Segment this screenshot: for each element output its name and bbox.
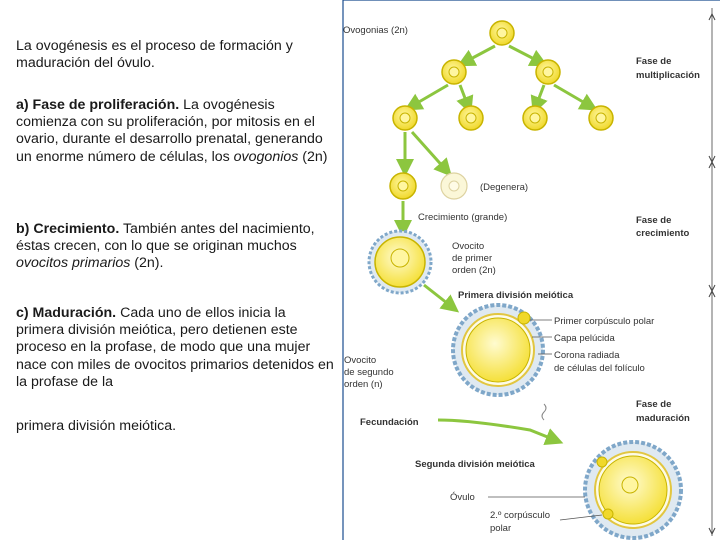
arrow-5 [423, 283, 460, 313]
bracket-arrow-bottom [708, 527, 716, 536]
ovum [583, 440, 683, 540]
proliferation-text-1: La ovogénesis comienza con su proliferac… [16, 97, 323, 165]
label-capa-pel: Capa pelúcida [554, 333, 615, 344]
label-fase-mult-1: Fase de [636, 56, 671, 67]
intro-text: La ovogénesis es el proceso de formación… [16, 38, 293, 72]
label-degenera: (Degenera) [480, 182, 528, 193]
primary-oocyte [367, 229, 433, 295]
arrow-2d [553, 83, 598, 111]
label-primer-corp: Primer corpúsculo polar [554, 316, 654, 327]
label-corp2-2: polar [490, 523, 511, 534]
label-primera-div: Primera división meiótica [458, 290, 574, 301]
secondary-oocyte [451, 303, 545, 397]
bracket-arrow-4 [708, 289, 716, 298]
label-ovocito1-2: de primer [452, 253, 492, 264]
label-fecundacion: Fecundación [360, 417, 419, 428]
proliferation-paragraph: a) Fase de proliferación. La ovogénesis … [16, 97, 334, 166]
label-ovocito1-1: Ovocito [452, 241, 484, 252]
label-fase-mad-2: maduración [636, 413, 690, 424]
maturation-text: Cada uno de ellos inicia la primera divi… [16, 305, 334, 390]
label-crecimiento: Crecimiento (grande) [418, 212, 507, 223]
growth-text-1: También antes del nacimiento, éstas crec… [16, 221, 315, 255]
label-ovocito2-3: orden (n) [344, 379, 383, 390]
growth-italic: ovocitos primarios [16, 255, 131, 272]
arrow-2a [404, 83, 449, 111]
bracket-arrow-top [708, 12, 716, 21]
oogenesis-diagram: Ovogonias (2n) Fase de multiplicación (D… [340, 0, 720, 540]
leader-corp2 [559, 514, 603, 521]
proliferation-heading: a) Fase de proliferación. [16, 97, 180, 113]
proliferation-italic: ovogonios [233, 148, 299, 165]
label-segunda-div: Segunda división meiótica [415, 459, 536, 470]
label-corona-2: de células del folículo [554, 363, 645, 374]
ovogonia-cell [489, 20, 515, 46]
maturation-tail-text: primera división meiótica. [16, 418, 177, 434]
bracket-arrow-2 [708, 160, 716, 169]
label-corp2-1: 2.º corpúsculo [490, 510, 550, 521]
ovogonia-cell [392, 105, 418, 131]
ovogonia-cell [458, 105, 484, 131]
growth-heading: b) Crecimiento. [16, 221, 120, 237]
label-ovocito2-2: de segundo [344, 367, 394, 378]
growth-text-2: (2n). [130, 255, 164, 272]
maturation-heading: c) Maduración. [16, 305, 117, 321]
arrow-1b [508, 44, 548, 67]
intro-paragraph: La ovogénesis es el proceso de formación… [16, 38, 334, 72]
label-fase-mult-2: multiplicación [636, 70, 700, 81]
degenerating-cell [440, 172, 468, 200]
arrow-3b [410, 130, 453, 177]
arrow-2b [456, 84, 474, 115]
ovogonia-cell [389, 172, 417, 200]
label-fase-crec-1: Fase de [636, 215, 671, 226]
ovogonia-cell [441, 59, 467, 85]
label-ovocito1-3: orden (2n) [452, 265, 496, 276]
maturation-paragraph: c) Maduración. Cada uno de ellos inicia … [16, 305, 334, 391]
arrow-1a [457, 44, 496, 67]
label-fase-mad-1: Fase de [636, 399, 671, 410]
proliferation-text-2: (2n) [298, 148, 328, 165]
ovogonia-cell [588, 105, 614, 131]
label-ovocito2-1: Ovocito [344, 355, 376, 366]
sperm-icon [541, 403, 547, 421]
ovogonia-cell [522, 105, 548, 131]
label-fase-crec-2: crecimiento [636, 228, 690, 239]
ovogonia-cell [535, 59, 561, 85]
label-ovogonias: Ovogonias (2n) [343, 25, 408, 36]
label-corona-1: Corona radiada [554, 350, 620, 361]
growth-paragraph: b) Crecimiento. También antes del nacimi… [16, 221, 334, 273]
maturation-tail: primera división meiótica. [16, 418, 334, 435]
arrow-fecundacion [437, 418, 564, 446]
label-ovulo: Óvulo [450, 492, 475, 503]
arrow-2c [530, 84, 548, 115]
